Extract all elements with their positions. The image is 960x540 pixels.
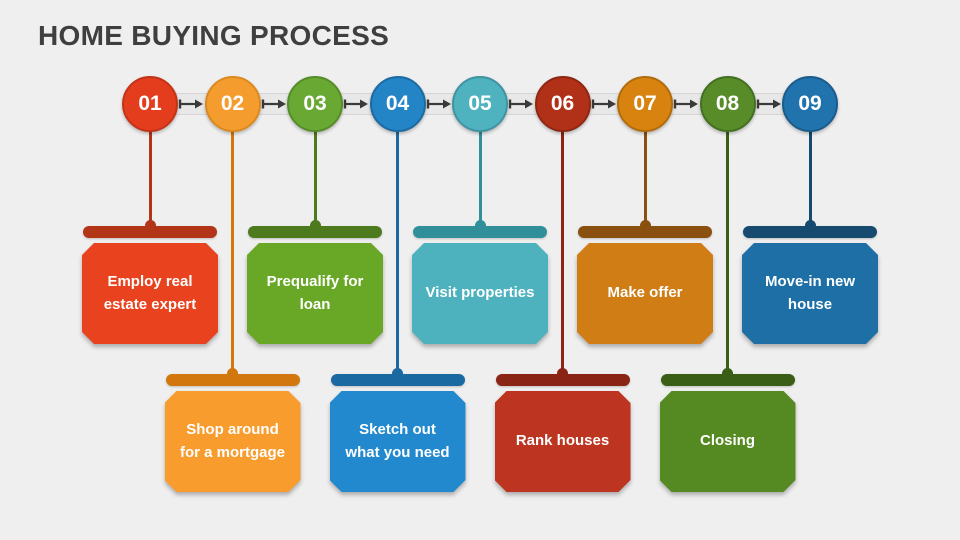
step-box: Visit properties <box>412 243 548 344</box>
step-connector-line <box>643 130 647 232</box>
step-bar-dot <box>722 368 733 379</box>
step-bar <box>83 226 217 238</box>
step-connector-line <box>313 130 317 232</box>
step-number: 09 <box>798 92 822 115</box>
step-bar <box>660 374 795 386</box>
step-label: Make offer <box>607 284 683 302</box>
step-bar <box>743 226 877 238</box>
arrow-right-icon <box>674 99 699 109</box>
step-connector-line <box>561 130 564 380</box>
step-number: 05 <box>468 92 492 115</box>
step-connector-line <box>231 130 234 380</box>
step-label: Prequalify for loan <box>266 273 364 313</box>
step-bar <box>413 226 547 238</box>
step-circle: 05 <box>452 76 508 132</box>
step-circle: 06 <box>534 76 591 132</box>
step-number: 08 <box>715 92 740 115</box>
step-bar-dot <box>309 220 321 231</box>
arrow-right-icon <box>344 99 369 109</box>
step-circle: 08 <box>699 76 756 132</box>
step-connector-line <box>478 130 482 232</box>
step-box: Shop around for a mortgage <box>165 391 301 492</box>
step-box: Make offer <box>577 243 713 344</box>
step-bar <box>165 374 300 386</box>
step-connector-line <box>148 130 152 232</box>
step-circle: 03 <box>287 76 343 132</box>
step-circle: 07 <box>617 76 673 132</box>
step-label: Visit properties <box>425 284 535 302</box>
arrow-right-icon <box>426 99 451 109</box>
step-label: Move-in new house <box>764 273 855 313</box>
arrow-right-icon <box>179 99 204 109</box>
step-number: 07 <box>633 92 657 115</box>
step-label: Employ real estate expert <box>103 273 197 313</box>
step-bar-dot <box>144 220 156 231</box>
step-label: Sketch out what you need <box>345 421 450 461</box>
step-circle: 01 <box>122 76 178 132</box>
step-box: Closing <box>660 391 796 492</box>
step-label: Closing <box>700 432 755 450</box>
step-bar <box>495 374 630 386</box>
step-bar-dot <box>474 220 486 231</box>
arrow-right-icon <box>509 99 534 109</box>
step-circle: 04 <box>369 76 426 132</box>
page-title: HOME BUYING PROCESS <box>38 20 390 51</box>
step-box: Move-in new house <box>742 243 878 344</box>
step-number: 02 <box>220 92 245 115</box>
step-label: Rank houses <box>515 432 610 450</box>
step-bar <box>248 226 382 238</box>
step-bar-dot <box>804 220 816 231</box>
step-connector-line <box>726 130 729 380</box>
step-number: 04 <box>385 92 410 115</box>
step-bar-dot <box>639 220 651 231</box>
step-connector-line <box>396 130 399 380</box>
step-number: 06 <box>550 92 575 115</box>
step-bar-dot <box>392 368 403 379</box>
arrow-right-icon <box>756 99 781 109</box>
arrow-right-icon <box>261 99 286 109</box>
step-box: Sketch out what you need <box>330 391 466 492</box>
step-circle: 02 <box>204 76 261 132</box>
step-bar <box>330 374 465 386</box>
step-bar <box>578 226 712 238</box>
step-circle: 09 <box>782 76 838 132</box>
step-connector-line <box>808 130 812 232</box>
step-box: Employ real estate expert <box>82 243 218 344</box>
arrow-right-icon <box>591 99 616 109</box>
step-label: Shop around for a mortgage <box>179 421 285 461</box>
step-bar-dot <box>227 368 238 379</box>
step-box: Rank houses <box>495 391 631 492</box>
step-bar-dot <box>557 368 568 379</box>
step-number: 03 <box>303 92 327 115</box>
step-box: Prequalify for loan <box>247 243 383 344</box>
step-number: 01 <box>138 92 162 115</box>
